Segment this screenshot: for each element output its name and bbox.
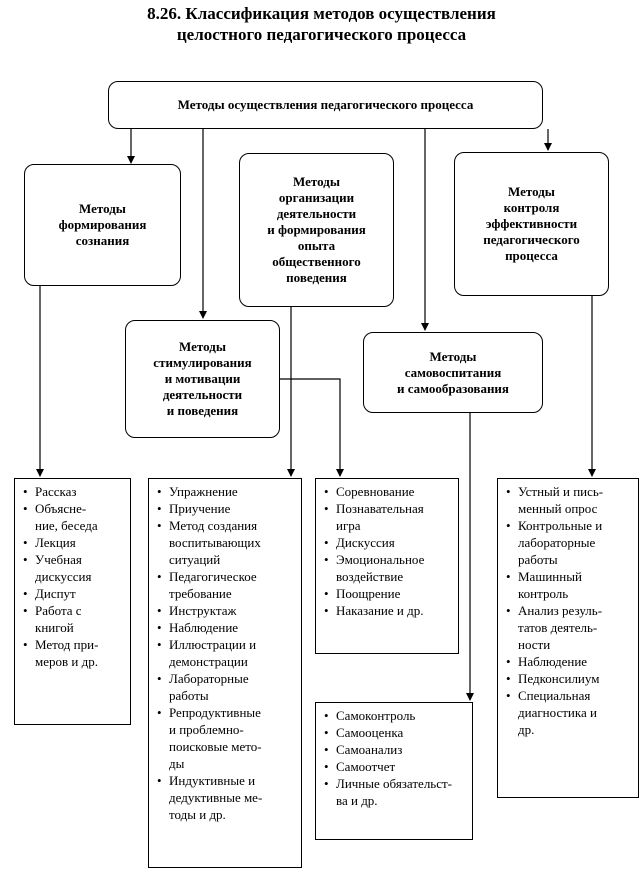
list-item: Контрольные и лабораторные работы	[504, 517, 634, 568]
list-item: Рассказ	[21, 483, 126, 500]
list-item: Личные обязательст- ва и др.	[322, 775, 468, 809]
list-item: Индуктивные и дедуктивные ме- тоды и др.	[155, 772, 297, 823]
list-item: Лабораторные работы	[155, 670, 297, 704]
list-item: Машинный контроль	[504, 568, 634, 602]
list-item: Соревнование	[322, 483, 454, 500]
list-item: Лекция	[21, 534, 126, 551]
list-item: Самоанализ	[322, 741, 468, 758]
selfeducation-methods-list: СамоконтрольСамооценкаСамоанализСамоотче…	[315, 702, 473, 840]
control-methods-list: Устный и пись- менный опросКонтрольные и…	[497, 478, 639, 798]
list-item: Репродуктивные и проблемно- поисковые ме…	[155, 704, 297, 772]
list-item: Специальная диагностика и др.	[504, 687, 634, 738]
selfeducation-methods-node: Методы самовоспитания и самообразования	[363, 332, 543, 413]
arrow-stimulation-to-list	[280, 378, 344, 477]
list-item: Самооценка	[322, 724, 468, 741]
list-item: Наказание и др.	[322, 602, 454, 619]
list-item: Анализ резуль- татов деятель- ности	[504, 602, 634, 653]
root-node: Методы осуществления педагогического про…	[108, 81, 543, 129]
list-item: Педконсилиум	[504, 670, 634, 687]
list-item: Наблюдение	[155, 619, 297, 636]
list-item: Инструктаж	[155, 602, 297, 619]
formation-methods-list: РассказОбъясне- ние, беседаЛекцияУчебная…	[14, 478, 131, 725]
list-item: Дискуссия	[322, 534, 454, 551]
list-item: Метод создания воспитывающих ситуаций	[155, 517, 297, 568]
list-item: Учебная дискуссия	[21, 551, 126, 585]
list-item: Объясне- ние, беседа	[21, 500, 126, 534]
list-item: Приучение	[155, 500, 297, 517]
list-item: Устный и пись- менный опрос	[504, 483, 634, 517]
title-line-1: 8.26. Классификация методов осуществлени…	[147, 4, 496, 23]
formation-methods-node: Методы формирования сознания	[24, 164, 181, 286]
title-line-2: целостного педагогического процесса	[176, 25, 467, 44]
list-item: Упражнение	[155, 483, 297, 500]
control-methods-node: Методы контроля эффективности педагогиче…	[454, 152, 609, 296]
list-item: Наблюдение	[504, 653, 634, 670]
stimulation-methods-node: Методы стимулирования и мотивации деятел…	[125, 320, 280, 438]
organization-methods-node: Методы организации деятельности и формир…	[239, 153, 394, 307]
stimulation-methods-list: СоревнованиеПознавательная играДискуссия…	[315, 478, 459, 654]
list-item: Самоконтроль	[322, 707, 468, 724]
list-item: Иллюстрации и демонстрации	[155, 636, 297, 670]
list-item: Работа с книгой	[21, 602, 126, 636]
list-item: Поощрение	[322, 585, 454, 602]
organization-methods-list: УпражнениеПриучениеМетод создания воспит…	[148, 478, 302, 868]
list-item: Познавательная игра	[322, 500, 454, 534]
list-item: Диспут	[21, 585, 126, 602]
list-item: Педагогическое требование	[155, 568, 297, 602]
list-item: Метод при- меров и др.	[21, 636, 126, 670]
list-item: Самоотчет	[322, 758, 468, 775]
list-item: Эмоциональное воздействие	[322, 551, 454, 585]
